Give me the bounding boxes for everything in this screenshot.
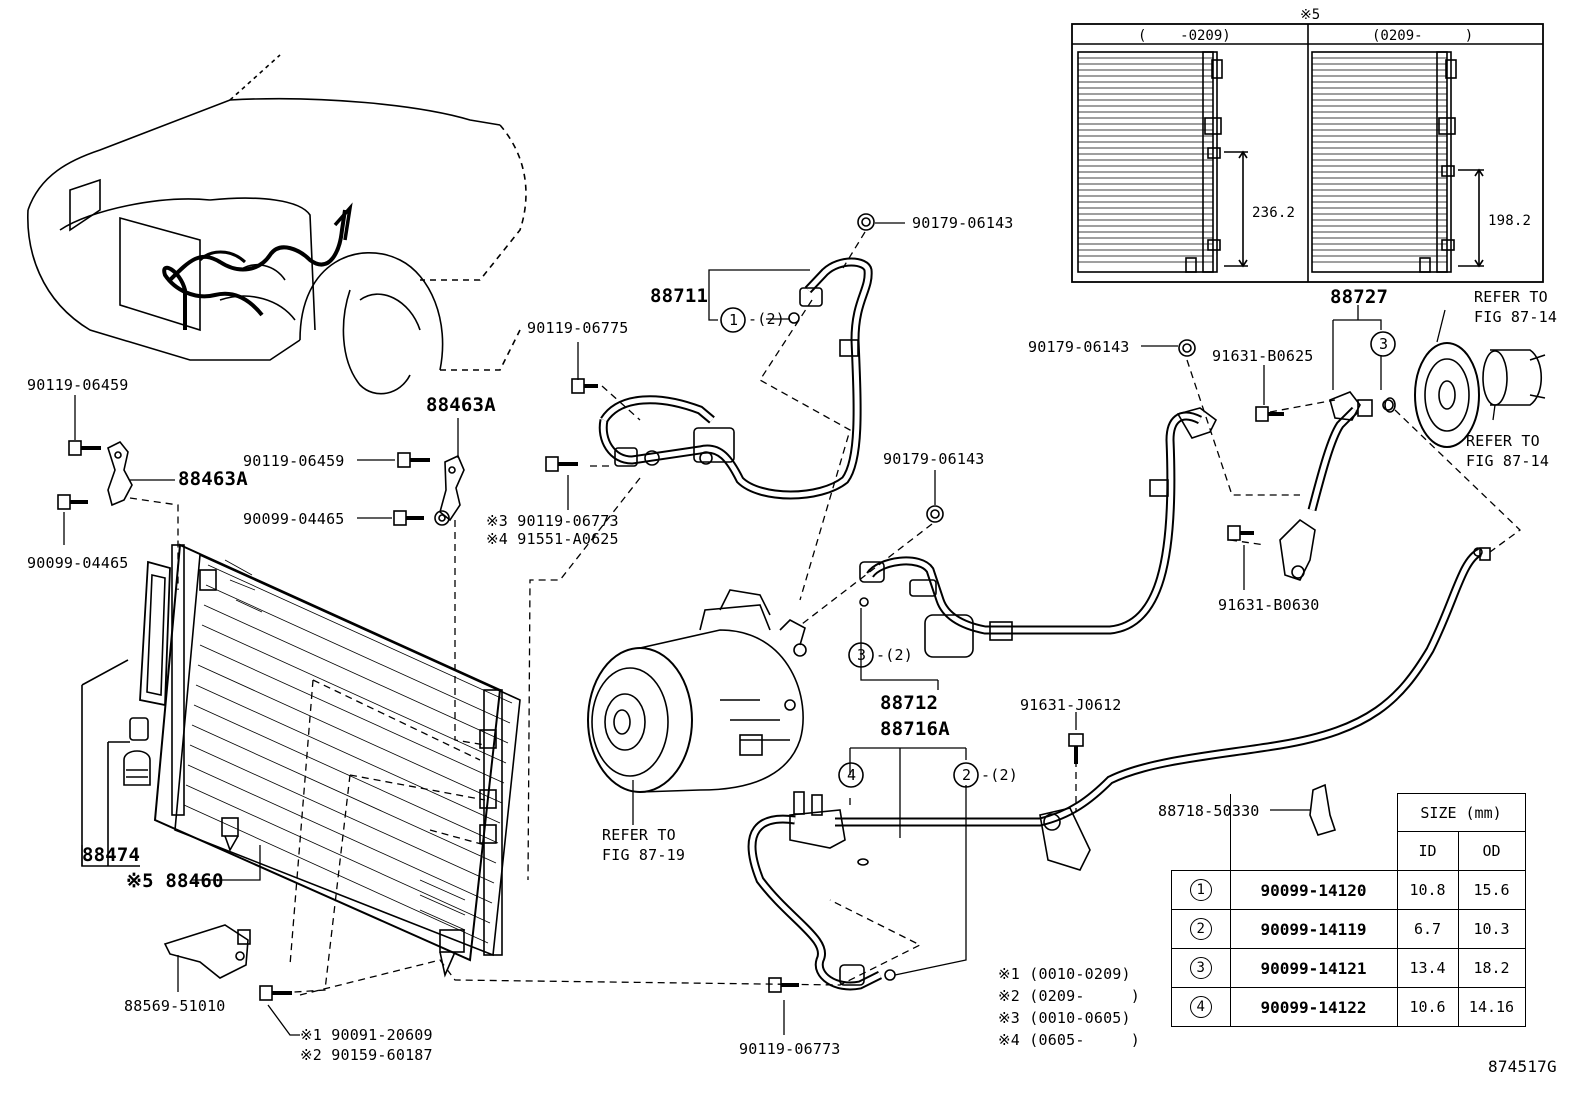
label-90159-60187: ※2 90159-60187 <box>300 1046 433 1064</box>
label-90179-06143-mid: 90179-06143 <box>883 450 985 468</box>
row-id: 10.8 <box>1396 870 1459 910</box>
label-88569-51010: 88569-51010 <box>124 997 226 1015</box>
label-91631-J0612: 91631-J0612 <box>1020 696 1122 714</box>
label-90099-04465-right: 90099-04465 <box>243 510 345 528</box>
bracket-88569 <box>163 924 251 979</box>
inset-right-header: (0209- ) <box>1372 28 1474 44</box>
circle-label-4: 4 <box>847 766 857 784</box>
o-rings <box>857 397 1396 866</box>
row-id: 13.4 <box>1396 948 1459 988</box>
inset-right-dimension: 198.2 <box>1488 213 1532 229</box>
note-4: ※4 (0605- ) <box>998 1031 1140 1049</box>
refer-compressor-line1: REFER TO <box>602 826 676 844</box>
label-88474: 88474 <box>82 844 141 866</box>
label-88727: 88727 <box>1330 286 1389 308</box>
note-3: ※3 (0010-0605) <box>998 1009 1131 1027</box>
refer-compressor-line2: FIG 87-19 <box>602 846 686 864</box>
note-2: ※2 (0209- ) <box>998 987 1140 1005</box>
circle-label-3-mid: 3 <box>857 646 867 664</box>
row-od: 10.3 <box>1457 909 1526 949</box>
row-number: 1 <box>1189 879 1212 901</box>
label-88712-qty: -(2) <box>876 646 913 664</box>
label-88716A-qty: -(2) <box>981 766 1018 784</box>
row-od: 14.16 <box>1457 987 1526 1027</box>
reference-circles <box>720 307 1396 788</box>
label-90119-06773-upper: ※3 90119-06773 <box>486 512 619 530</box>
row-id: 6.7 <box>1396 909 1459 949</box>
size-table-title: SIZE (mm) <box>1396 793 1526 832</box>
hose-88727 <box>1279 391 1394 581</box>
row-id: 10.6 <box>1396 987 1459 1027</box>
label-88463A-top: 88463A <box>426 394 496 416</box>
label-90119-06773-lower: 90119-06773 <box>739 1040 841 1058</box>
label-90099-04465-left: 90099-04465 <box>27 554 129 572</box>
refer-mid-line1: REFER TO <box>1466 432 1540 450</box>
hose-88712 <box>859 407 1218 658</box>
label-90179-06143-top: 90179-06143 <box>912 214 1014 232</box>
hose-88711 <box>598 257 873 500</box>
note-1: ※1 (0010-0209) <box>998 965 1131 983</box>
label-91551-A0625: ※4 91551-A0625 <box>486 530 619 548</box>
row-part-number: 90099-14119 <box>1229 909 1398 949</box>
condenser-88460 <box>153 543 521 978</box>
refer-mid-line2: FIG 87-14 <box>1466 452 1550 470</box>
size-table-id-header: ID <box>1396 831 1459 871</box>
label-90119-06459-left: 90119-06459 <box>27 376 129 394</box>
label-88460: ※5 88460 <box>126 870 224 892</box>
size-table-od-header: OD <box>1457 831 1526 871</box>
row-od: 18.2 <box>1457 948 1526 988</box>
label-88716A: 88716A <box>880 718 950 740</box>
row-number: 2 <box>1189 918 1212 940</box>
label-90091-20609: ※1 90091-20609 <box>300 1026 433 1044</box>
label-88711-qty: -(2) <box>748 310 785 328</box>
label-88712: 88712 <box>880 692 939 714</box>
refer-top-line2: FIG 87-14 <box>1474 308 1558 326</box>
table-row: 3 90099-14121 13.4 18.2 <box>1171 948 1526 988</box>
desiccant-parts <box>81 560 171 867</box>
table-row: 2 90099-14119 6.7 10.3 <box>1171 909 1526 949</box>
figure-code: 874517G <box>1488 1057 1557 1076</box>
compressor <box>587 589 807 793</box>
brackets-88463A <box>107 440 465 522</box>
table-row: 1 90099-14120 10.8 15.6 <box>1171 870 1526 910</box>
label-90119-06775: 90119-06775 <box>527 319 629 337</box>
inset-left-header: ( -0209) <box>1138 28 1231 44</box>
row-part-number: 90099-14121 <box>1229 948 1398 988</box>
label-91631-B0630: 91631-B0630 <box>1218 596 1320 614</box>
nuts <box>434 213 1196 526</box>
vehicle-sketch <box>27 54 527 395</box>
row-number: 4 <box>1189 996 1212 1018</box>
label-88711: 88711 <box>650 285 709 307</box>
liquid-line-88716A <box>747 547 1491 991</box>
bolts <box>57 378 1284 1001</box>
label-90179-06143-right: 90179-06143 <box>1028 338 1130 356</box>
row-part-number: 90099-14122 <box>1229 987 1398 1027</box>
inset-left-dimension: 236.2 <box>1252 205 1296 221</box>
condenser-variants-inset <box>1071 23 1544 283</box>
circle-label-3-top: 3 <box>1379 335 1389 353</box>
label-90119-06459-right: 90119-06459 <box>243 452 345 470</box>
row-part-number: 90099-14120 <box>1229 870 1398 910</box>
label-88463A-left: 88463A <box>178 468 248 490</box>
row-od: 15.6 <box>1457 870 1526 910</box>
refer-top-line1: REFER TO <box>1474 288 1548 306</box>
o-ring-size-table: SIZE (mm) ID OD 1 90099-14120 10.8 15.6 … <box>1171 793 1526 1027</box>
circle-label-1: 1 <box>729 311 739 329</box>
dashed-guides <box>129 231 1522 996</box>
row-number: 3 <box>1189 957 1212 979</box>
table-row: 4 90099-14122 10.6 14.16 <box>1171 987 1526 1027</box>
label-91631-B0625: 91631-B0625 <box>1212 347 1314 365</box>
inset-marker: ※5 <box>1300 7 1321 23</box>
circle-label-2: 2 <box>962 766 972 784</box>
clutch-parts <box>1414 342 1546 448</box>
